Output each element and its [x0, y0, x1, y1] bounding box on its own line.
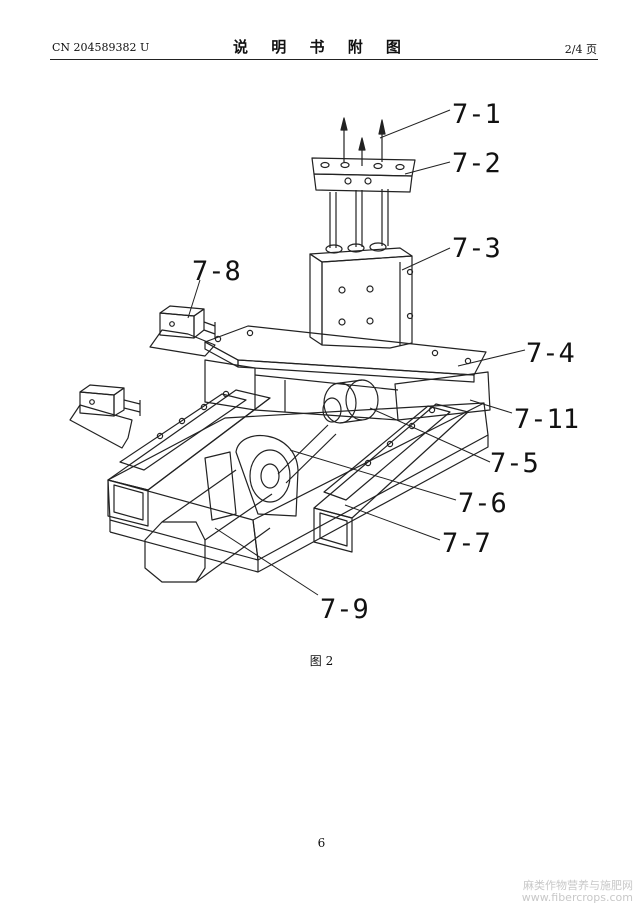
label-7-9: 7-9	[320, 594, 369, 625]
page-title: 说 明 书 附 图	[233, 38, 410, 56]
needles	[340, 117, 386, 166]
base-plate	[107, 402, 489, 573]
left-rail	[107, 389, 271, 527]
header-rule	[50, 59, 598, 60]
bearing-support	[204, 434, 299, 521]
leader-lines	[187, 109, 526, 596]
cylinder-body	[309, 242, 414, 349]
guide-rods	[329, 189, 389, 248]
label-7-7: 7-7	[442, 528, 491, 559]
figure-caption: 图 2	[309, 654, 334, 668]
label-7-3: 7-3	[452, 233, 501, 264]
label-7-8: 7-8	[192, 256, 241, 287]
page-number: 6	[317, 836, 326, 850]
watermark-title: 麻类作物营养与施肥网	[523, 879, 633, 892]
label-7-11: 7-11	[514, 404, 579, 435]
needle-plate	[311, 157, 416, 193]
watermark-url: www.fibercrops.com	[521, 891, 633, 904]
top-plate	[204, 325, 487, 383]
sensor-lower	[69, 384, 141, 449]
label-7-2: 7-2	[452, 148, 501, 179]
label-7-5: 7-5	[490, 448, 539, 479]
label-7-4: 7-4	[526, 338, 575, 369]
label-7-1: 7-1	[452, 99, 501, 130]
label-7-6: 7-6	[458, 488, 507, 519]
lead-screw	[277, 379, 379, 484]
motor	[144, 469, 273, 583]
sensor-upper	[149, 305, 216, 357]
page-of-count: 2/4 页	[564, 43, 597, 56]
patent-number: CN 204589382 U	[52, 41, 150, 54]
